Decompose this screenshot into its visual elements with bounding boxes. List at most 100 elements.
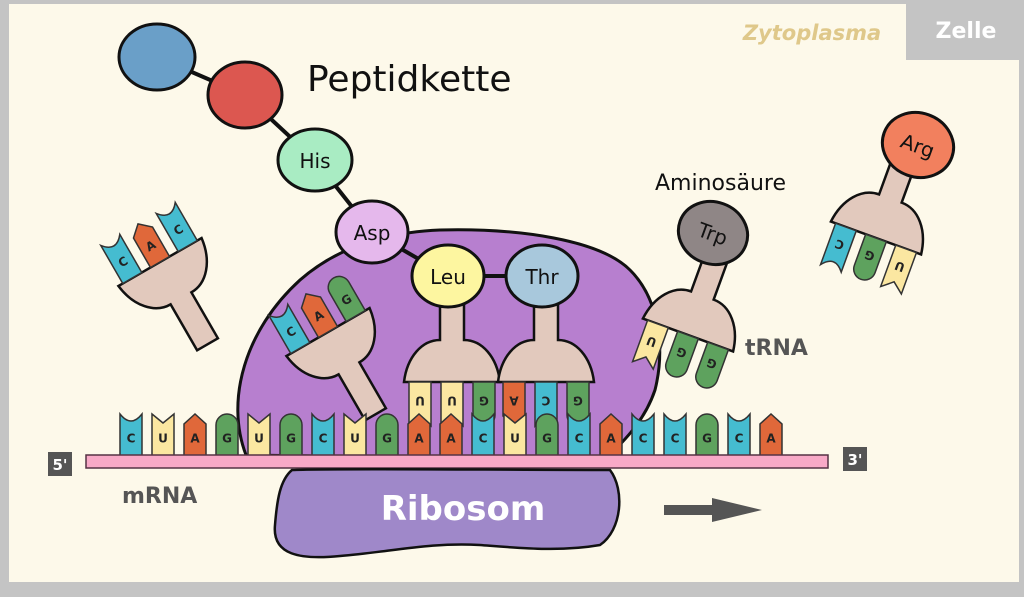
base-letter: C xyxy=(127,431,136,445)
base-letter: G xyxy=(222,431,232,445)
base-letter: C xyxy=(541,393,550,407)
base-letter: U xyxy=(415,393,425,407)
mrna-base-g: G xyxy=(375,413,399,457)
amino-acid-trp: Trp xyxy=(676,200,750,266)
anticodon-base-u: U xyxy=(879,244,918,296)
base-letter: U xyxy=(350,431,360,445)
base-letter: U xyxy=(158,431,168,445)
base-letter: C xyxy=(735,431,744,445)
anticodon-base-a: A xyxy=(300,293,339,339)
mrna-base-g: G xyxy=(215,413,239,457)
direction-arrow-icon xyxy=(664,498,762,522)
cell-tab-label: Zelle xyxy=(936,19,997,44)
trna-incoming: UGG xyxy=(631,240,737,389)
base-letter: A xyxy=(766,431,776,445)
trna-exiting: GAC xyxy=(267,275,388,422)
base-letter: G xyxy=(479,393,489,407)
mrna-base-a: A xyxy=(407,412,431,457)
anticodon-base-c: C xyxy=(154,200,199,253)
base-letter: G xyxy=(863,247,877,264)
anticodon-base-c: C xyxy=(99,232,143,285)
anticodon-base-g: G xyxy=(853,233,888,281)
anticodon-base-g: G xyxy=(695,341,730,389)
mrna-label: mRNA xyxy=(122,484,197,509)
base-letter: C xyxy=(671,431,680,445)
base-letter: U xyxy=(447,393,457,407)
base-letter: G xyxy=(542,431,552,445)
amino-acid-name: Leu xyxy=(430,265,466,289)
mrna-strand xyxy=(85,454,829,469)
mrna-base-g: G xyxy=(279,413,303,457)
mrna-base-a: A xyxy=(599,412,623,457)
base-letter: C xyxy=(639,431,648,445)
base-letter: C xyxy=(575,431,584,445)
amino-acid-thr: Thr xyxy=(504,243,580,309)
three-prime-label: 3' xyxy=(847,451,862,469)
base-letter: U xyxy=(510,431,520,445)
amino-acid-name: Thr xyxy=(524,265,559,289)
amino-acid-leu: Leu xyxy=(410,243,486,309)
amino-acid-name: Asp xyxy=(354,221,391,245)
amino-acid-arg: Arg xyxy=(880,111,956,179)
mrna-base-c: C xyxy=(119,411,143,457)
mrna-base-a: A xyxy=(183,412,207,457)
base-letter: A xyxy=(509,393,519,407)
ribosome-label: Ribosom xyxy=(381,489,546,529)
cytoplasm-label: Zytoplasma xyxy=(742,21,881,45)
trna-body xyxy=(641,240,737,354)
base-letter: G xyxy=(675,344,689,361)
trna-body xyxy=(284,306,388,422)
base-letter: U xyxy=(254,431,264,445)
amino-acid-label: Aminosäure xyxy=(655,171,786,196)
base-letter: U xyxy=(645,333,659,349)
mrna-base-c: C xyxy=(631,411,655,457)
base-letter: U xyxy=(893,258,907,274)
anticodon-base-c: C xyxy=(267,302,311,355)
mrna-base-g: G xyxy=(695,413,719,457)
anticodon-base-c: C xyxy=(819,222,858,275)
cell-tab[interactable] xyxy=(906,0,1024,60)
mrna-base-c: C xyxy=(471,411,495,457)
five-prime-marker xyxy=(48,452,72,476)
anticodon-base-g: G xyxy=(327,275,367,323)
ribosome-small-subunit xyxy=(273,467,621,559)
mrna-base-a: A xyxy=(759,412,783,457)
amino-acid xyxy=(206,60,284,130)
base-letter: C xyxy=(479,431,488,445)
base-letter: C xyxy=(319,431,328,445)
base-letter: A xyxy=(190,431,200,445)
peptide-chain-label: Peptidkette xyxy=(307,59,512,100)
anticodon-base-a: A xyxy=(132,223,171,269)
base-letter: A xyxy=(446,431,456,445)
amino-acid-name: His xyxy=(299,149,330,173)
amino-acid xyxy=(117,22,197,92)
base-letter: G xyxy=(286,431,296,445)
three-prime-marker xyxy=(843,447,867,471)
trna-body xyxy=(116,236,220,352)
anticodon-base-u: U xyxy=(631,319,670,371)
mrna-base-c: C xyxy=(727,411,751,457)
base-letter: A xyxy=(606,431,616,445)
trna-label: tRNA xyxy=(745,336,808,361)
base-letter: G xyxy=(702,431,712,445)
base-letter: G xyxy=(573,393,583,407)
amino-acid-his: His xyxy=(276,127,354,193)
mrna-base-c: C xyxy=(567,411,591,457)
anticodon-base-g: G xyxy=(665,330,700,378)
base-letter: G xyxy=(382,431,392,445)
mrna-base-c: C xyxy=(663,411,687,457)
base-letter: A xyxy=(414,431,424,445)
base-letter: G xyxy=(705,355,719,372)
amino-acid-asp: Asp xyxy=(334,199,410,265)
mrna-base-a: A xyxy=(439,412,463,457)
trna-body xyxy=(496,285,596,384)
mrna-base-c: C xyxy=(311,411,335,457)
five-prime-label: 5' xyxy=(52,456,67,474)
trna-free-left: CAC xyxy=(99,200,220,352)
